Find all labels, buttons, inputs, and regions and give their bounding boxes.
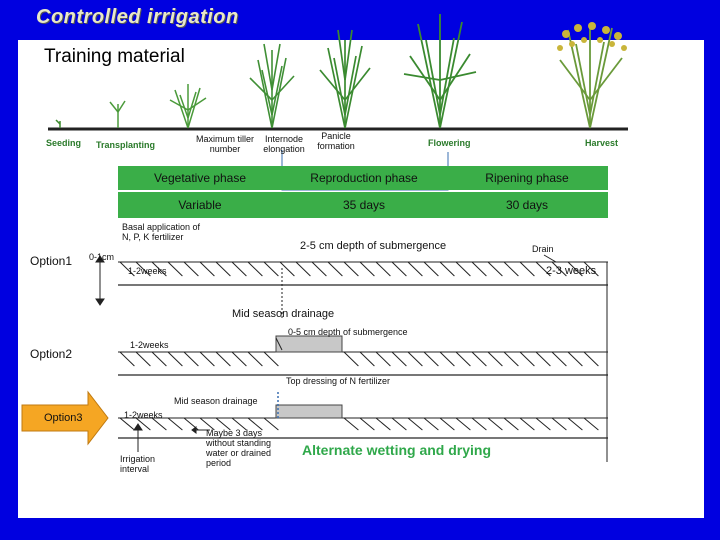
option1-water-line — [118, 261, 608, 286]
stage-seeding: Seeding — [46, 138, 82, 148]
harvest-panicles — [557, 22, 627, 51]
weeks-1-2-option2: 1-2weeks — [130, 340, 169, 350]
option2-hatch — [119, 351, 599, 367]
stage-transplanting: Transplanting — [96, 140, 156, 150]
plant-seeding — [55, 119, 61, 128]
stage-internode: Internode elongation — [263, 134, 305, 154]
drain-arrow — [543, 254, 557, 263]
plant-internode — [249, 43, 295, 129]
option3-hatch — [119, 417, 599, 431]
plant-harvest — [559, 24, 623, 129]
depth-arrow-option1 — [95, 255, 105, 306]
maybe-3-days-note: Maybe 3 days without standing water or d… — [206, 428, 272, 468]
option2-label: Option2 — [30, 347, 73, 361]
stage-max-tiller: Maximum tiller number — [195, 134, 254, 154]
option3-label: Option3 — [44, 412, 83, 424]
duration-row: Variable 35 days 30 days — [118, 192, 608, 218]
submergence-block-option3 — [275, 404, 343, 419]
duration-ripening: 30 days — [505, 198, 549, 212]
phase-ripening: Ripening phase — [485, 171, 569, 185]
phase-reproduction: Reproduction phase — [310, 171, 418, 185]
plant-flowering — [403, 14, 477, 129]
stage-panicle: Panicle formation — [317, 131, 355, 151]
mid-season-drainage-label-2: Mid season drainage — [174, 396, 258, 406]
phase-vegetative: Vegetative phase — [153, 171, 247, 185]
depth-0-1cm: 0-1cm — [89, 252, 115, 262]
drain-label: Drain — [532, 244, 554, 254]
subtitle: Training material — [44, 46, 185, 67]
top-dressing-label: Top dressing of N fertilizer — [286, 376, 391, 386]
weeks-2-3: 2-3 weeks — [546, 265, 597, 277]
weeks-1-2-option3: 1-2weeks — [124, 410, 163, 420]
stage-flowering: Flowering — [428, 138, 471, 148]
option1-hatch — [119, 261, 599, 277]
mid-season-drainage-label: Mid season drainage — [232, 308, 335, 320]
awd-label: Alternate wetting and drying — [302, 442, 492, 458]
depth-0-5cm: 0-5 cm depth of submergence — [288, 327, 408, 337]
option3-arrow — [21, 390, 109, 446]
duration-vegetative: Variable — [178, 198, 222, 212]
slide-title: Controlled irrigation — [36, 6, 239, 28]
plant-transplanting — [109, 100, 126, 128]
plant-max-tiller — [169, 84, 207, 129]
submergence-block — [275, 335, 343, 353]
weeks-1-2-option1: 1-2weeks — [128, 266, 167, 276]
plant-panicle — [319, 29, 371, 129]
irrigation-interval-label: Irrigation interval — [120, 454, 156, 474]
option2-water-line — [118, 351, 608, 376]
duration-reproduction: 35 days — [342, 198, 386, 212]
irrigation-interval-arrows — [133, 423, 210, 452]
stage-harvest: Harvest — [585, 138, 619, 148]
option3-water-line — [118, 417, 608, 439]
basal-fertilizer-label: Basal application of N, P, K fertilizer — [122, 222, 201, 242]
submergence-label: 2-5 cm depth of submergence — [300, 240, 447, 252]
phase-row: Vegetative phase Reproduction phase Ripe… — [118, 166, 608, 190]
option1-label: Option1 — [30, 254, 73, 268]
arrow-option2 — [275, 337, 283, 351]
